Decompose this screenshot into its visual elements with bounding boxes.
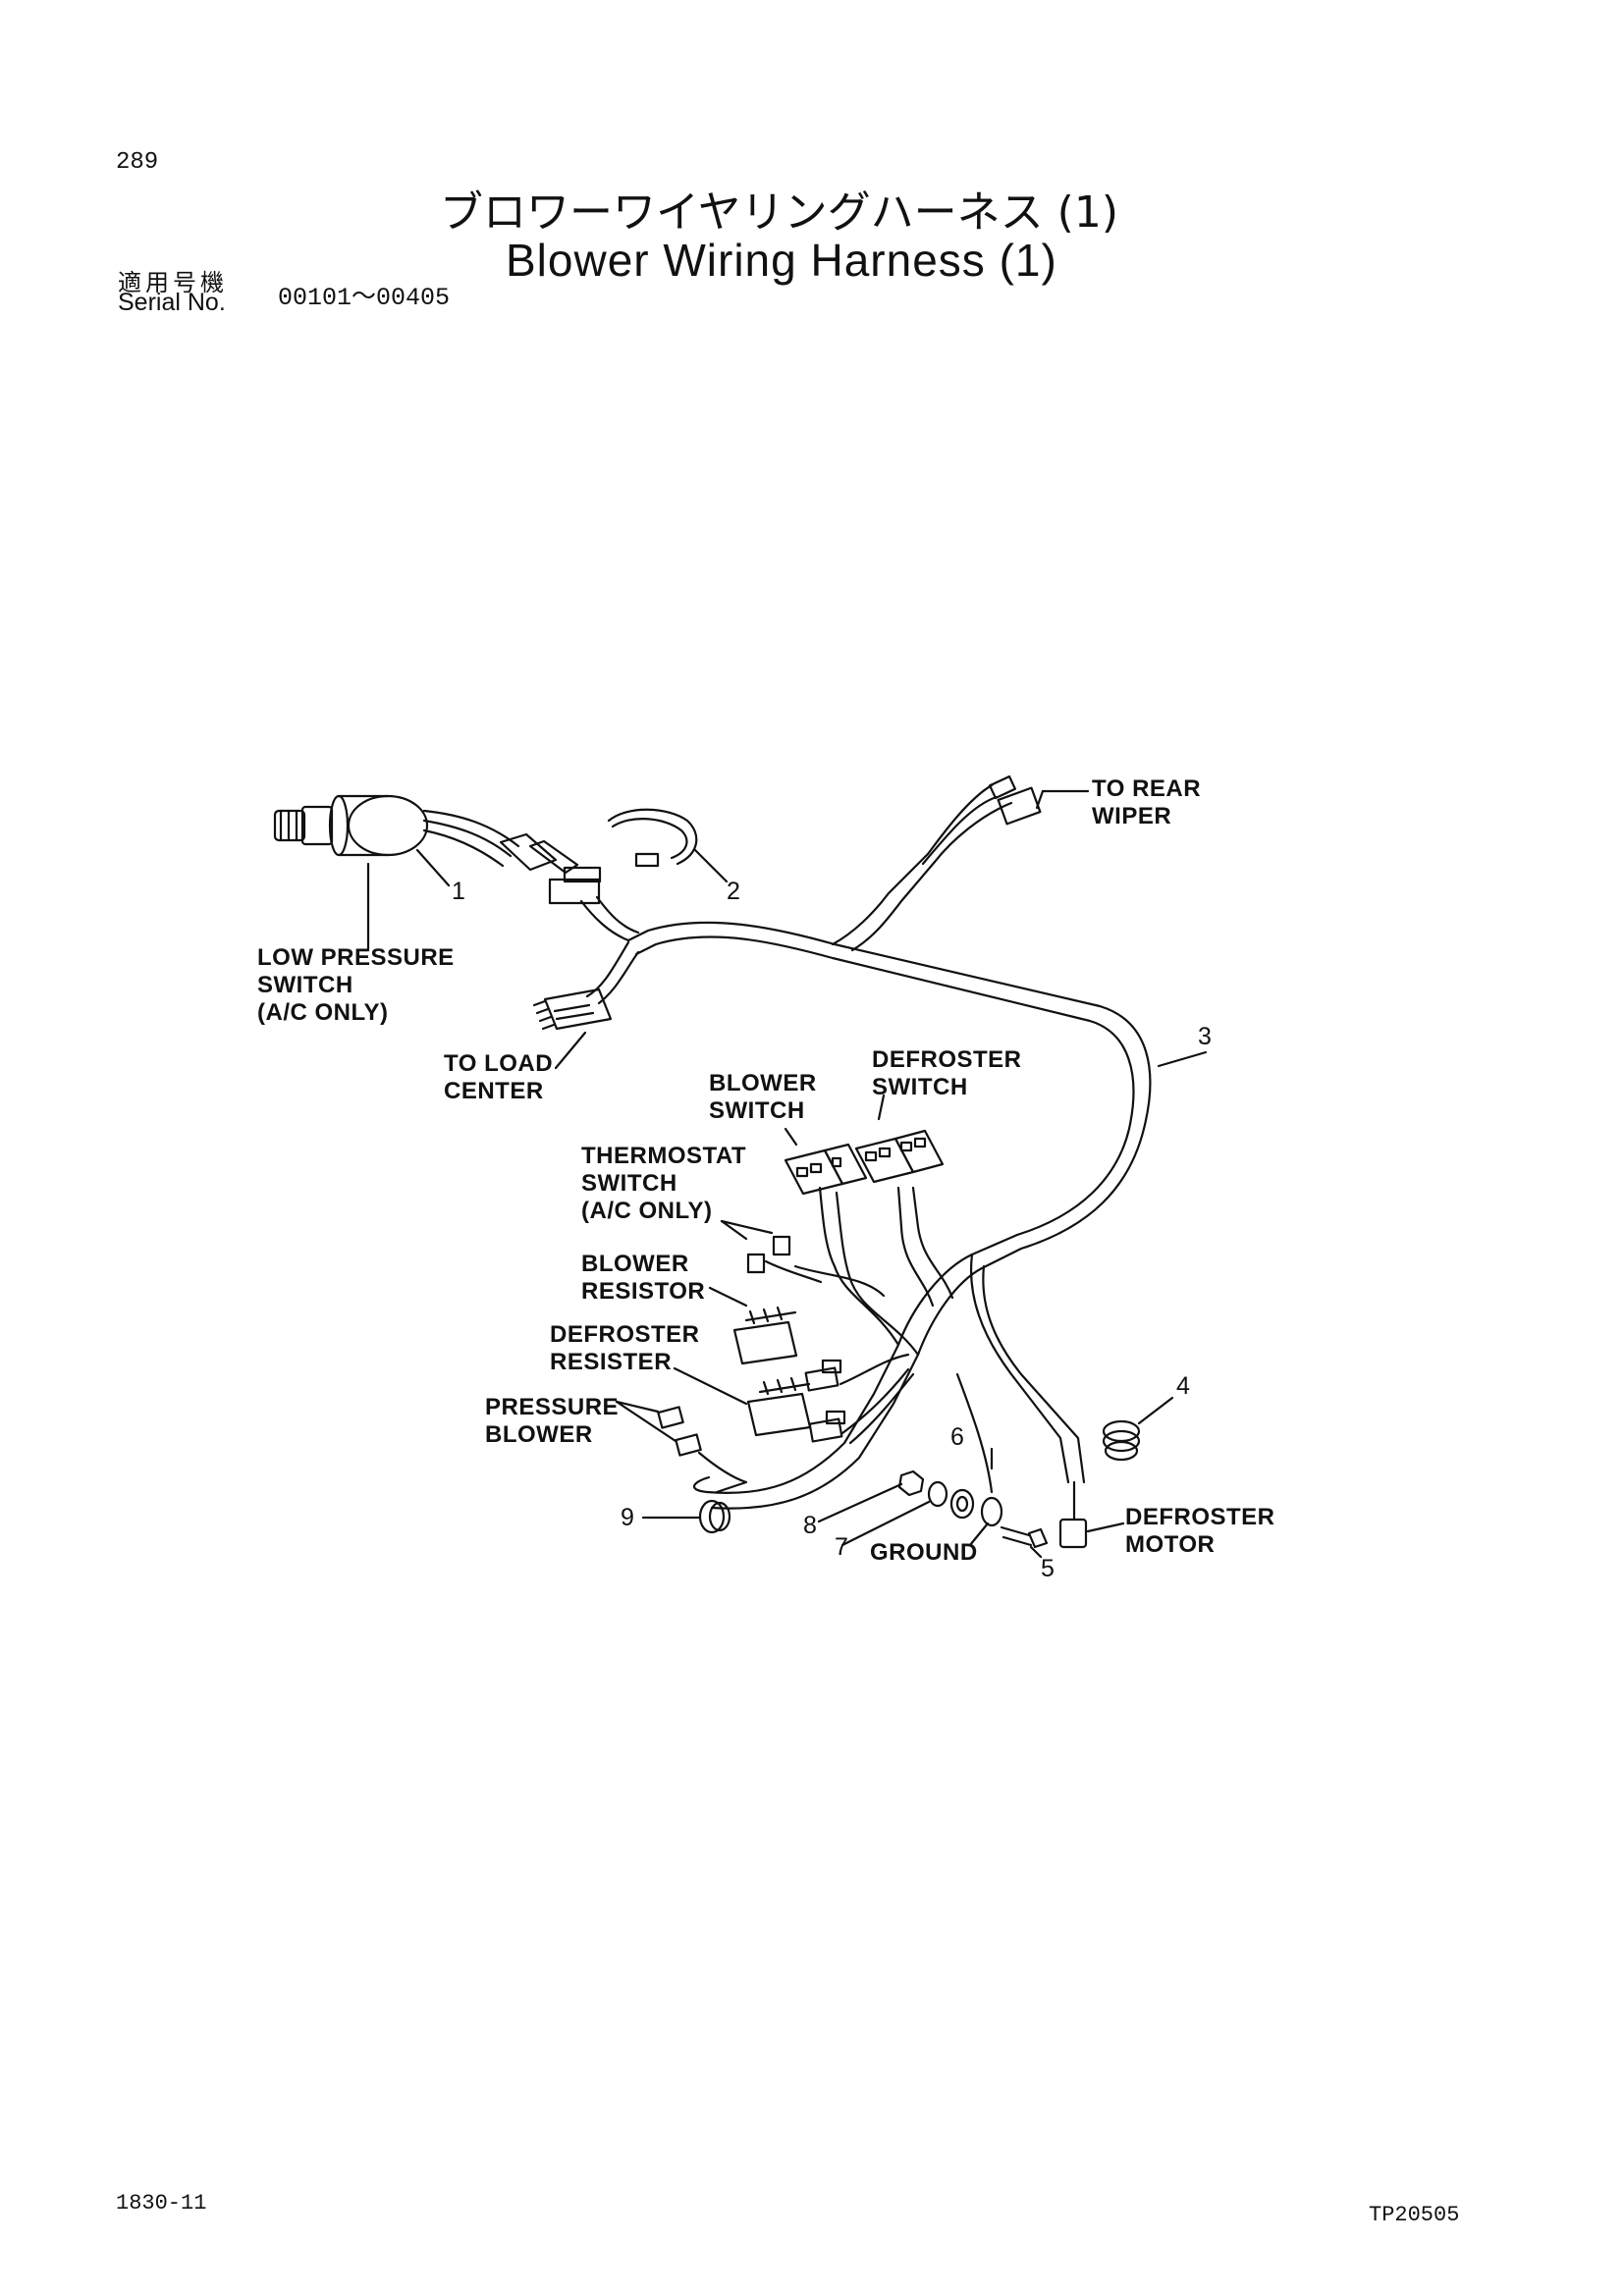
serial-range: 00101～00405 bbox=[278, 284, 451, 312]
label-blower-resistor: BLOWER RESISTOR bbox=[581, 1251, 706, 1305]
callout-8: 8 bbox=[803, 1512, 817, 1539]
label-to-rear-wiper: TO REAR WIPER bbox=[1092, 775, 1202, 829]
label-pressure-blower: PRESSURE BLOWER bbox=[485, 1394, 620, 1448]
label-defroster-motor: DEFROSTER MOTOR bbox=[1125, 1504, 1275, 1558]
callout-5: 5 bbox=[1041, 1555, 1055, 1582]
label-thermostat-switch: THERMOSTAT SWITCH (A/C ONLY) bbox=[581, 1143, 747, 1224]
title-japanese: ブロワーワイヤリングハーネス (1) bbox=[440, 187, 1118, 238]
callout-1: 1 bbox=[452, 878, 465, 905]
callout-9: 9 bbox=[621, 1504, 634, 1531]
page-number: 289 bbox=[116, 149, 159, 176]
label-to-load-center: TO LOAD CENTER bbox=[444, 1050, 554, 1104]
low-pressure-switch-part bbox=[273, 794, 602, 905]
serial-label-en: Serial No. bbox=[118, 289, 226, 316]
callout-3: 3 bbox=[1198, 1023, 1212, 1050]
label-defroster-resister: DEFROSTER RESISTER bbox=[550, 1321, 700, 1375]
title-english: Blower Wiring Harness (1) bbox=[506, 235, 1057, 286]
footer-left-code: 1830-11 bbox=[116, 2191, 207, 2216]
callout-2: 2 bbox=[727, 878, 740, 905]
callout-7: 7 bbox=[835, 1533, 848, 1561]
label-defroster-switch: DEFROSTER SWITCH bbox=[872, 1046, 1022, 1100]
serial-label-jp: 適用号機 bbox=[118, 269, 228, 296]
label-low-pressure-switch: LOW PRESSURE SWITCH (A/C ONLY) bbox=[257, 944, 455, 1026]
label-ground: GROUND bbox=[870, 1539, 978, 1566]
callout-4: 4 bbox=[1176, 1372, 1190, 1400]
label-blower-switch: BLOWER SWITCH bbox=[709, 1070, 817, 1124]
footer-right-code: TP20505 bbox=[1369, 2203, 1460, 2227]
callout-6: 6 bbox=[950, 1423, 964, 1451]
